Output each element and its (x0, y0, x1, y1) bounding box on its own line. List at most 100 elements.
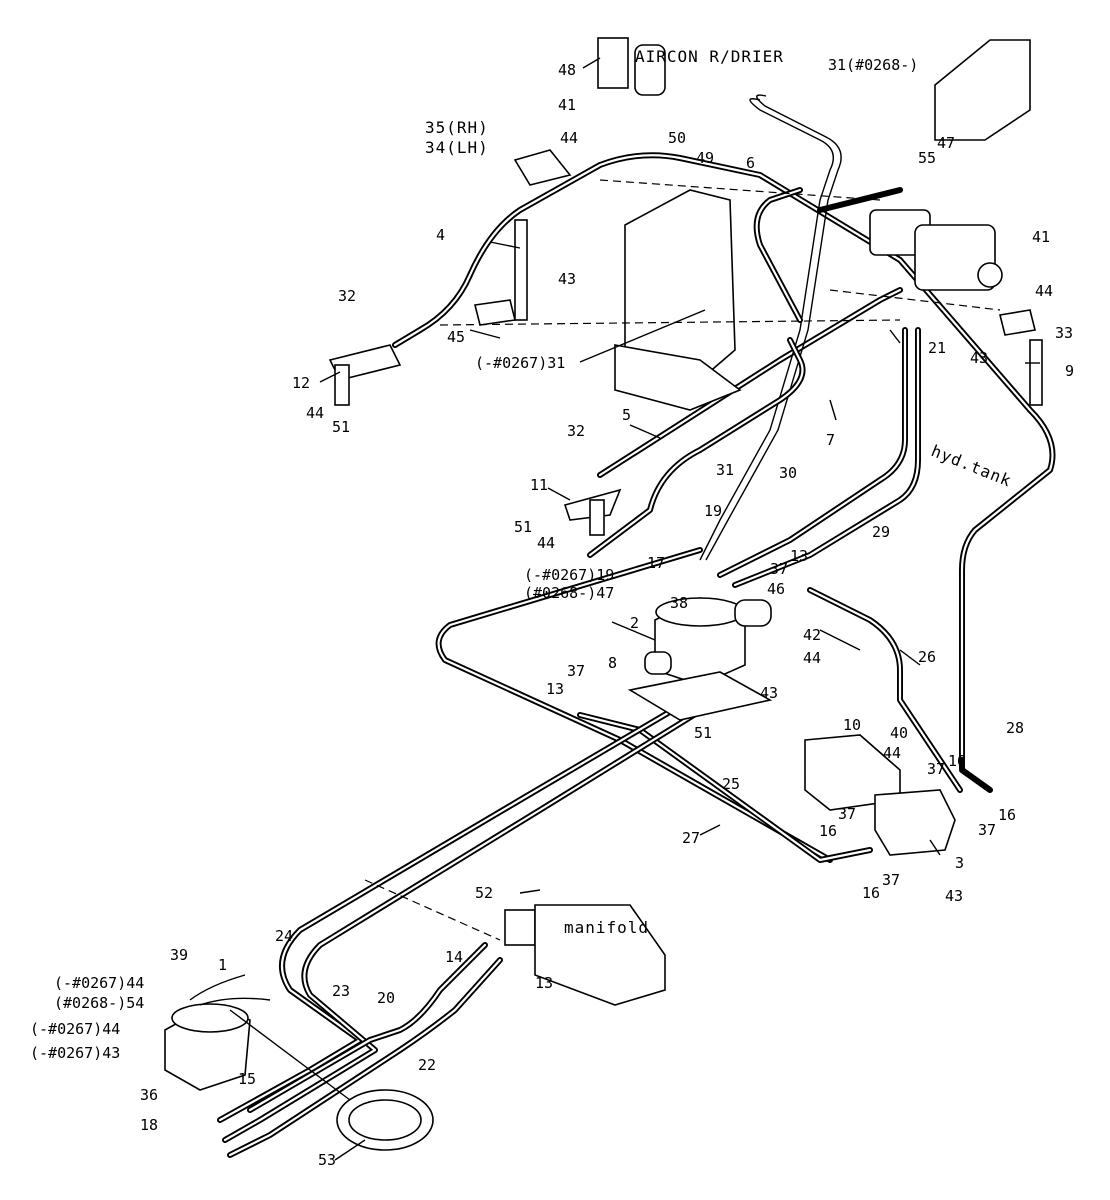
label-55: 55 (918, 149, 936, 167)
label-43a: 43 (558, 270, 576, 288)
label-29: 29 (872, 523, 890, 541)
label-36: 36 (140, 1086, 158, 1104)
label-39: 39 (170, 946, 188, 964)
label-hyd-tank: hyd.tank (929, 441, 1015, 490)
label-44a: 44 (560, 129, 578, 147)
label-14: 14 (445, 948, 463, 966)
label-aircon: AIRCON R/DRIER (635, 47, 784, 66)
label-37e: 37 (978, 821, 996, 839)
label-11: 11 (530, 476, 548, 494)
label-42: 42 (803, 626, 821, 644)
label-25: 25 (722, 775, 740, 793)
label-18: 18 (140, 1116, 158, 1134)
label-37f: 37 (882, 871, 900, 889)
label-23: 23 (332, 982, 350, 1000)
label-41b: 41 (1032, 228, 1050, 246)
label-37b: 37 (567, 662, 585, 680)
leader-lines (229, 57, 1040, 1161)
label-47a: 47 (937, 134, 955, 152)
bracket-34-35 (513, 149, 572, 186)
label-20: 20 (377, 989, 395, 1007)
label-16b: 16 (998, 806, 1016, 824)
label-13b: 13 (546, 680, 564, 698)
label-33: 33 (1055, 324, 1073, 342)
label-28: 28 (1006, 719, 1024, 737)
label-43b: 43 (970, 349, 988, 367)
label-44f: 44 (883, 744, 901, 762)
label-37c: 37 (927, 760, 945, 778)
label-24: 24 (275, 927, 293, 945)
base-plate-8 (627, 671, 773, 721)
aircon-drier (634, 44, 666, 96)
callout-labels: AIRCON R/DRIER 48 31(#0268-) 41 50 49 35… (30, 47, 1074, 1169)
label-44b: 44 (1035, 282, 1053, 300)
label-22: 22 (418, 1056, 436, 1074)
label-45: 45 (447, 328, 465, 346)
label-16c: 16 (819, 822, 837, 840)
label-1: 1 (218, 956, 227, 974)
label-13a: 13 (790, 547, 808, 565)
label-manifold: manifold (564, 918, 649, 937)
label-19: 19 (704, 502, 722, 520)
components (164, 37, 1043, 1151)
label-3: 3 (955, 854, 964, 872)
label-44e: 44 (803, 649, 821, 667)
bracket-45 (514, 219, 528, 321)
label-31: 31 (716, 461, 734, 479)
label-6: 6 (746, 154, 755, 172)
label-16d: 16 (862, 884, 880, 902)
label-31-0267: (-#0267)31 (475, 354, 565, 372)
label-53: 53 (318, 1151, 336, 1169)
label-30: 30 (779, 464, 797, 482)
manifold-block (504, 909, 536, 946)
label-40: 40 (890, 724, 908, 742)
label-41a: 41 (558, 96, 576, 114)
label-37a: 37 (770, 560, 788, 578)
label-48: 48 (558, 61, 576, 79)
valve-3 (874, 789, 956, 856)
label-51b: 51 (514, 518, 532, 536)
label-26: 26 (918, 648, 936, 666)
label-43-0267: (-#0267)43 (30, 1044, 120, 1062)
top-right-manifold (934, 39, 1031, 141)
label-44d: 44 (537, 534, 555, 552)
label-44c: 44 (306, 404, 324, 422)
label-38: 38 (670, 594, 688, 612)
label-2: 2 (630, 614, 639, 632)
label-8: 8 (608, 654, 617, 672)
label-27: 27 (682, 829, 700, 847)
label-52: 52 (475, 884, 493, 902)
label-51a: 51 (332, 418, 350, 436)
label-15: 15 (238, 1070, 256, 1088)
label-43c: 43 (760, 684, 778, 702)
label-16a: 16 (948, 752, 966, 770)
label-17: 17 (647, 554, 665, 572)
label-43d: 43 (945, 887, 963, 905)
label-54-0268: (#0268-)54 (54, 994, 144, 1012)
label-35: 35(RH) (425, 118, 489, 137)
label-32b: 32 (567, 422, 585, 440)
label-46: 46 (767, 580, 785, 598)
label-7: 7 (826, 431, 835, 449)
label-9: 9 (1065, 362, 1074, 380)
label-5: 5 (622, 406, 631, 424)
label-13c: 13 (535, 974, 553, 992)
label-4: 4 (436, 226, 445, 244)
label-34: 34(LH) (425, 138, 489, 157)
aircon-bracket (597, 37, 629, 89)
label-10: 10 (843, 716, 861, 734)
label-49: 49 (696, 149, 714, 167)
label-12: 12 (292, 374, 310, 392)
label-31-0268: 31(#0268-) (828, 56, 918, 74)
hose-lines (217, 94, 1056, 1158)
label-44-0267b: (-#0267)44 (30, 1020, 120, 1038)
label-47-0268: (#0268-)47 (524, 584, 614, 602)
label-50: 50 (668, 129, 686, 147)
label-44-0267a: (-#0267)44 (54, 974, 144, 992)
label-19-0267: (-#0267)19 (524, 566, 614, 584)
label-37d: 37 (838, 805, 856, 823)
label-21: 21 (928, 339, 946, 357)
label-32a: 32 (338, 287, 356, 305)
